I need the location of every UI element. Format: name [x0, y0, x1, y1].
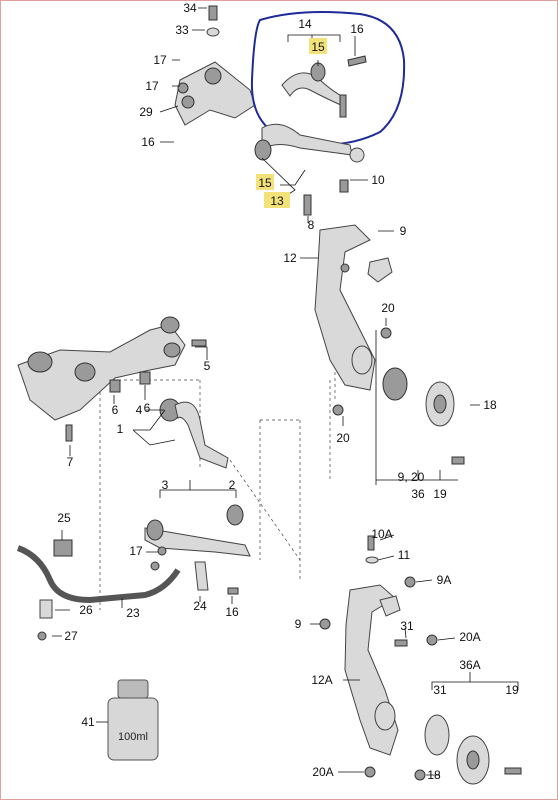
callout-13: 13	[270, 194, 284, 208]
callout-20A1: 20A	[459, 630, 480, 644]
callout-5: 5	[204, 359, 211, 373]
callout-11: 11	[398, 548, 411, 562]
callout-19a: 19	[433, 487, 447, 501]
callout-8: 8	[308, 218, 315, 232]
anti-roll-bar	[16, 539, 239, 641]
callout-17a: 17	[153, 53, 167, 67]
callout-31a: 31	[400, 619, 414, 633]
callout-6b: 6	[144, 401, 151, 415]
callout-12: 12	[283, 251, 297, 265]
callout-920: 9, 20	[398, 470, 425, 484]
callout-3: 3	[162, 478, 169, 492]
callout-20b: 20	[336, 431, 350, 445]
callout-25: 25	[57, 511, 71, 525]
lower-arm-front	[159, 398, 229, 469]
callout-24: 24	[193, 599, 207, 613]
callout-17c: 17	[129, 544, 143, 558]
steering-knuckle-lower	[319, 535, 438, 778]
bottle-label: 100ml	[118, 731, 148, 743]
callout-26: 26	[79, 603, 93, 617]
top-bolt	[206, 5, 220, 37]
callout-34: 34	[183, 1, 197, 15]
highlight-circle	[250, 11, 406, 146]
callout-15b: 15	[258, 176, 272, 190]
subframe-cradle	[17, 316, 186, 421]
highlight-box-13	[264, 192, 290, 208]
callout-36: 36	[411, 487, 425, 501]
callout-20A2: 20A	[312, 765, 333, 779]
callout-14: 14	[298, 17, 312, 31]
hub-lower	[414, 714, 522, 785]
callout-33: 33	[175, 23, 189, 37]
callout-27: 27	[64, 629, 78, 643]
grease-bottle	[107, 679, 159, 761]
callout-16b: 16	[350, 22, 364, 36]
callout-7: 7	[67, 455, 74, 469]
callout-9b: 9	[295, 617, 302, 631]
callout-10: 10	[371, 173, 385, 187]
callout-18a: 18	[483, 398, 497, 412]
callout-31b: 31	[433, 683, 447, 697]
bolts-8-10	[303, 179, 349, 216]
callout-16c: 16	[225, 605, 239, 619]
lower-wishbone	[144, 504, 251, 571]
highlight-box-15b	[256, 174, 274, 190]
callout-4: 4	[136, 403, 143, 417]
callout-23: 23	[126, 606, 140, 620]
callout-18b: 18	[427, 768, 441, 782]
callout-12A: 12A	[311, 673, 332, 687]
callout-9a: 9	[400, 224, 407, 238]
callout-36A: 36A	[459, 658, 480, 672]
callout-9A: 9A	[437, 573, 452, 587]
callout-16a: 16	[141, 135, 155, 149]
callout-15a: 15	[311, 40, 325, 54]
steering-knuckle	[314, 224, 393, 391]
upper-arm-lower	[254, 123, 365, 163]
callout-19b: 19	[505, 683, 519, 697]
highlight-box-15a	[309, 38, 327, 54]
callout-41: 41	[81, 715, 95, 729]
callout-29: 29	[139, 105, 153, 119]
callout-1: 1	[117, 422, 124, 436]
callout-6a: 6	[112, 403, 119, 417]
small-parts-left	[65, 339, 207, 442]
hub-upper	[332, 327, 465, 465]
callout-10A: 10A	[371, 527, 392, 541]
callout-2: 2	[229, 478, 236, 492]
callout-20a: 20	[381, 301, 395, 315]
leader-lines	[52, 7, 519, 776]
subframe-bracket	[174, 61, 256, 126]
upper-arm-circled	[250, 11, 406, 146]
callout-17b: 17	[145, 79, 159, 93]
